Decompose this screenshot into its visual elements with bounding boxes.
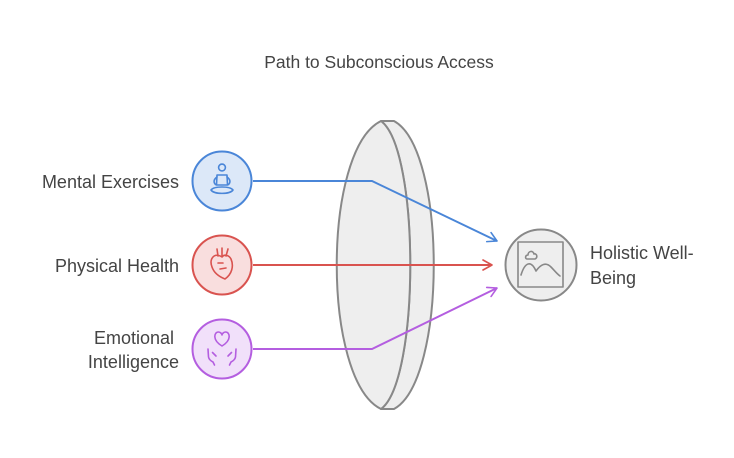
landscape-picture-icon bbox=[517, 241, 564, 288]
node-holistic-well-being-label: Holistic Well- Being bbox=[590, 243, 699, 288]
node-mental-exercises-circle bbox=[191, 150, 253, 212]
arrow-mental-exercises bbox=[253, 180, 498, 243]
node-emotional-intelligence-label: Emotional Intelligence bbox=[88, 328, 179, 372]
node-mental-exercises-label: Mental Exercises bbox=[42, 172, 179, 192]
node-physical-health: Physical Health bbox=[55, 234, 253, 296]
anatomical-heart-icon bbox=[210, 247, 234, 280]
node-emotional-intelligence: Emotional Intelligence bbox=[88, 318, 253, 380]
node-holistic-well-being-label-line-2: Being bbox=[590, 268, 636, 288]
heart-hands-icon bbox=[207, 331, 237, 366]
node-holistic-well-being: Holistic Well- Being bbox=[504, 228, 699, 302]
node-emotional-intelligence-label-line-1: Emotional bbox=[94, 328, 174, 348]
node-mental-exercises: Mental Exercises bbox=[42, 150, 253, 212]
node-holistic-well-being-label-line-1: Holistic Well- bbox=[590, 243, 694, 263]
node-physical-health-circle bbox=[191, 234, 253, 296]
node-physical-health-label: Physical Health bbox=[55, 256, 179, 276]
arrow-emotional-intelligence bbox=[253, 286, 498, 350]
diagram-title: Path to Subconscious Access bbox=[264, 52, 494, 72]
node-emotional-intelligence-label-line-2: Intelligence bbox=[88, 352, 179, 372]
node-emotional-intelligence-circle bbox=[191, 318, 253, 380]
meditation-icon bbox=[210, 163, 234, 195]
